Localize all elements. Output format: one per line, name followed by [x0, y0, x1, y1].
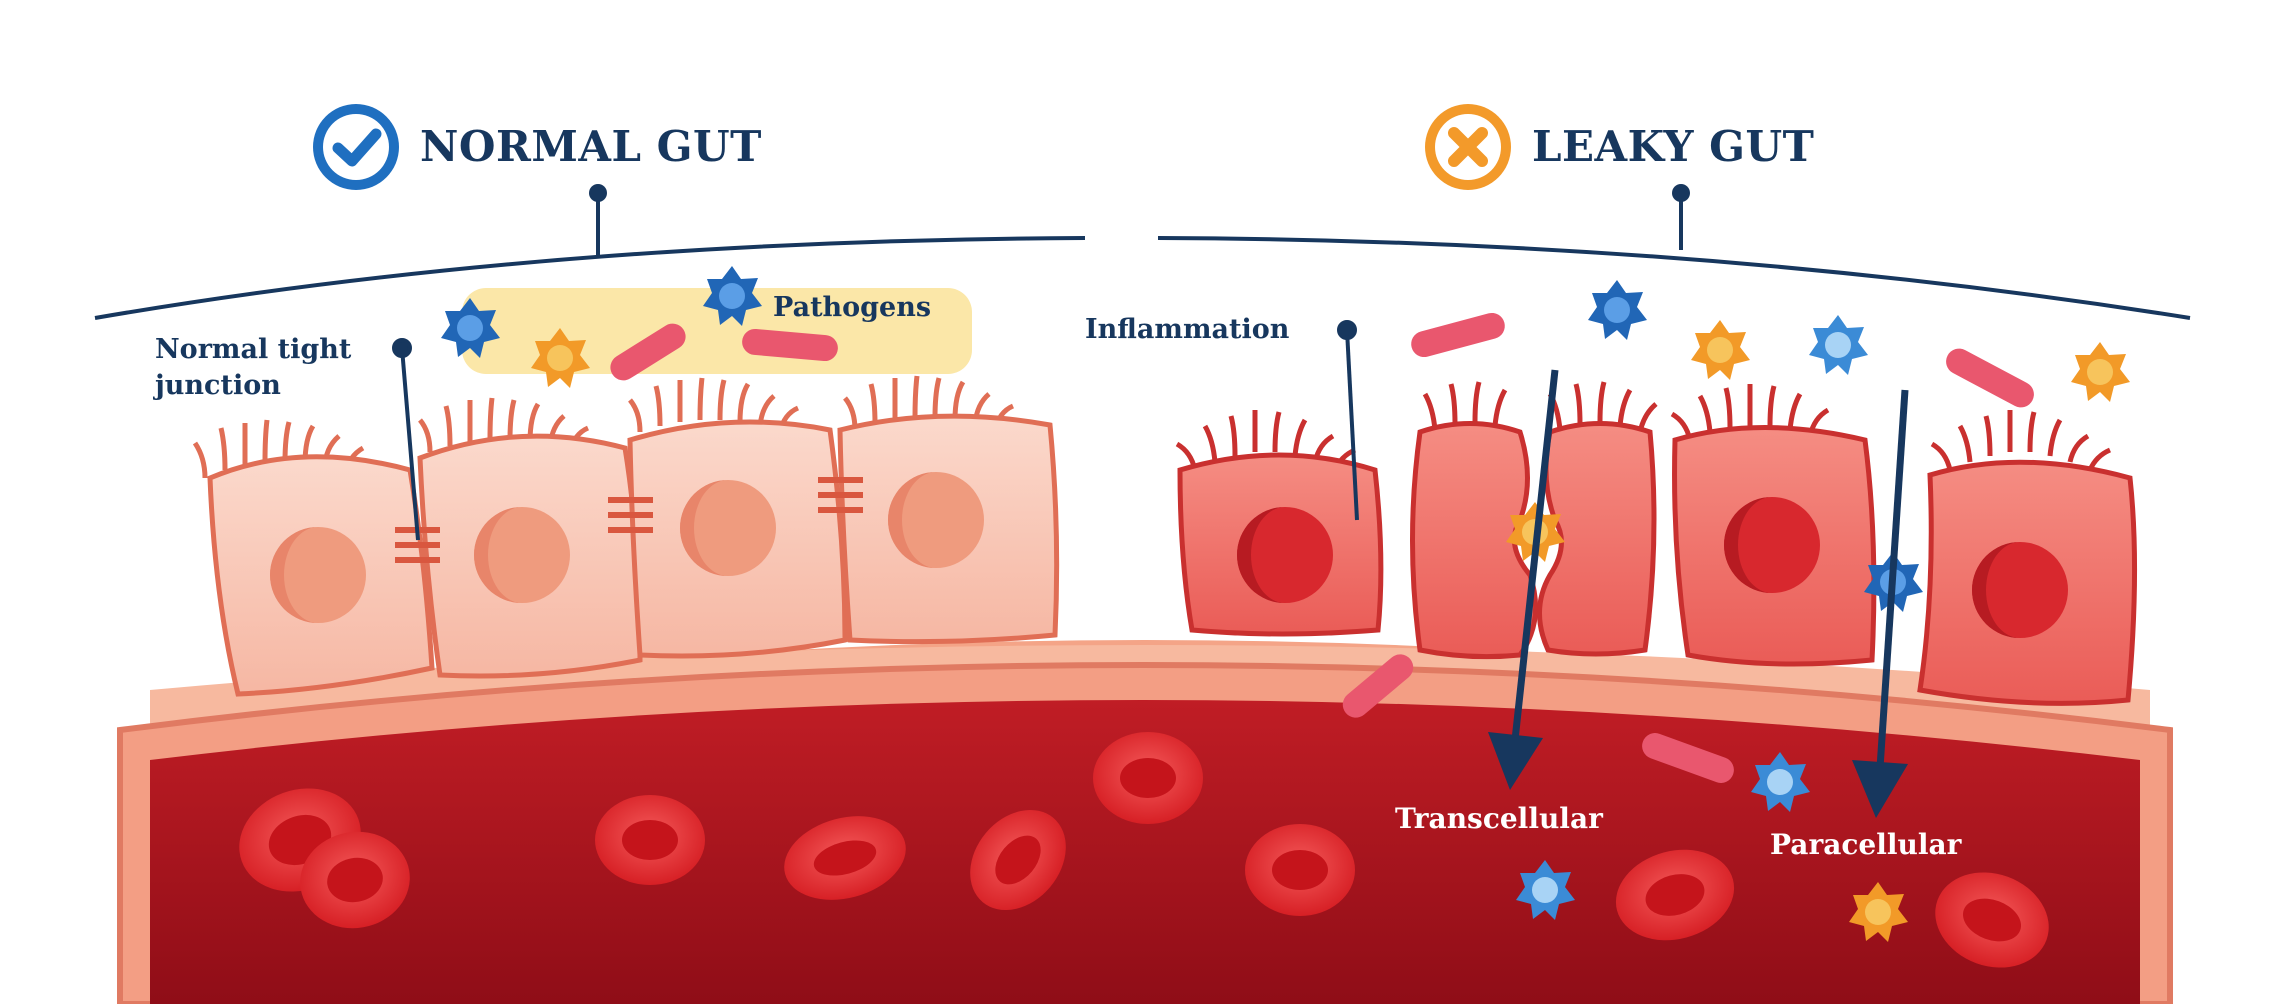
check-icon — [310, 101, 402, 193]
leaky-nuclei — [1237, 497, 2068, 638]
transcellular-arrow — [1488, 369, 1559, 790]
tight-junction-label: Normal tight junction — [155, 332, 351, 404]
tight-junction-label-line2: junction — [155, 370, 281, 401]
normal-epithelial-cells — [192, 375, 1060, 697]
tight-junctions — [395, 477, 863, 563]
normal-bracket-line — [94, 236, 1086, 320]
cross-icon — [1422, 101, 1514, 193]
leaky-microvilli — [1175, 381, 2112, 472]
paracellular-label: Paracellular — [1770, 828, 1962, 861]
leaky-gut-title: LEAKY GUT — [1532, 122, 1815, 171]
normal-nuclei — [270, 472, 984, 623]
pathogen-rods — [610, 312, 2034, 783]
inflammation-label: Inflammation — [1085, 314, 1290, 345]
pathogens-zone — [462, 288, 972, 374]
submucosa-top — [150, 645, 2150, 740]
transcellular-label: Transcellular — [1395, 802, 1603, 835]
leaky-epithelial-cells — [1175, 381, 2138, 706]
leaky-bracket-line — [1157, 236, 2191, 320]
label-pointers — [392, 320, 1359, 541]
paracellular-arrow — [1852, 389, 1909, 818]
normal-microvilli — [192, 375, 1015, 479]
tight-junction-label-line1: Normal tight — [155, 334, 352, 365]
normal-gut-title: NORMAL GUT — [420, 122, 762, 171]
red-blood-cells — [239, 732, 2049, 968]
pathogens-label: Pathogens — [773, 292, 932, 323]
